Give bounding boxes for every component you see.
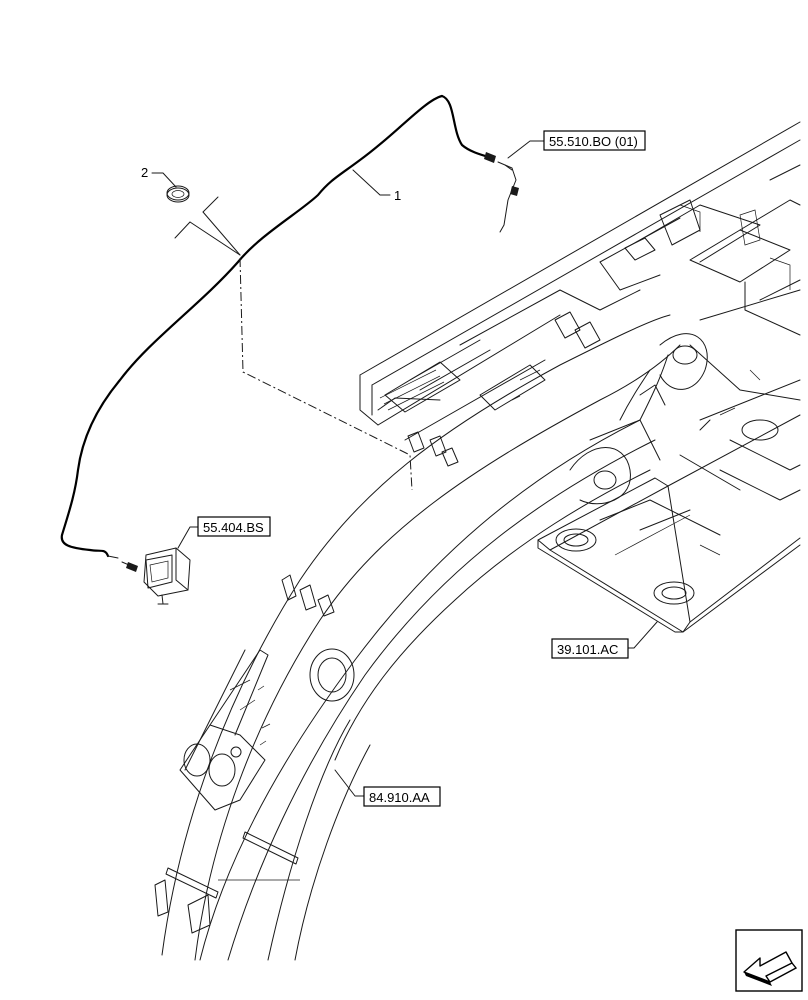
installation-leader [174, 196, 413, 491]
wire-harness [60, 94, 519, 572]
work-light [143, 547, 191, 605]
ref-55-510-label: 55.510.BO (01) [549, 134, 638, 149]
upper-frame [359, 121, 801, 501]
callout-2: 2 [141, 165, 177, 188]
ref-55-404[interactable]: 55.404.BS [177, 516, 271, 549]
cross-member-tray [537, 414, 801, 633]
callout-2-label: 2 [141, 165, 148, 180]
ref-55-510[interactable]: 55.510.BO (01) [507, 130, 646, 159]
ref-39-101[interactable]: 39.101.AC [551, 621, 658, 659]
callout-1: 1 [352, 169, 401, 203]
ref-39-101-label: 39.101.AC [557, 642, 618, 657]
ref-84-910-label: 84.910.AA [369, 790, 430, 805]
callout-1-label: 1 [394, 188, 401, 203]
ref-84-910[interactable]: 84.910.AA [334, 769, 441, 807]
arrow-icon[interactable] [735, 929, 803, 992]
ref-55-404-label: 55.404.BS [203, 520, 264, 535]
boom-arm [154, 311, 708, 961]
grommet-part [166, 185, 190, 203]
